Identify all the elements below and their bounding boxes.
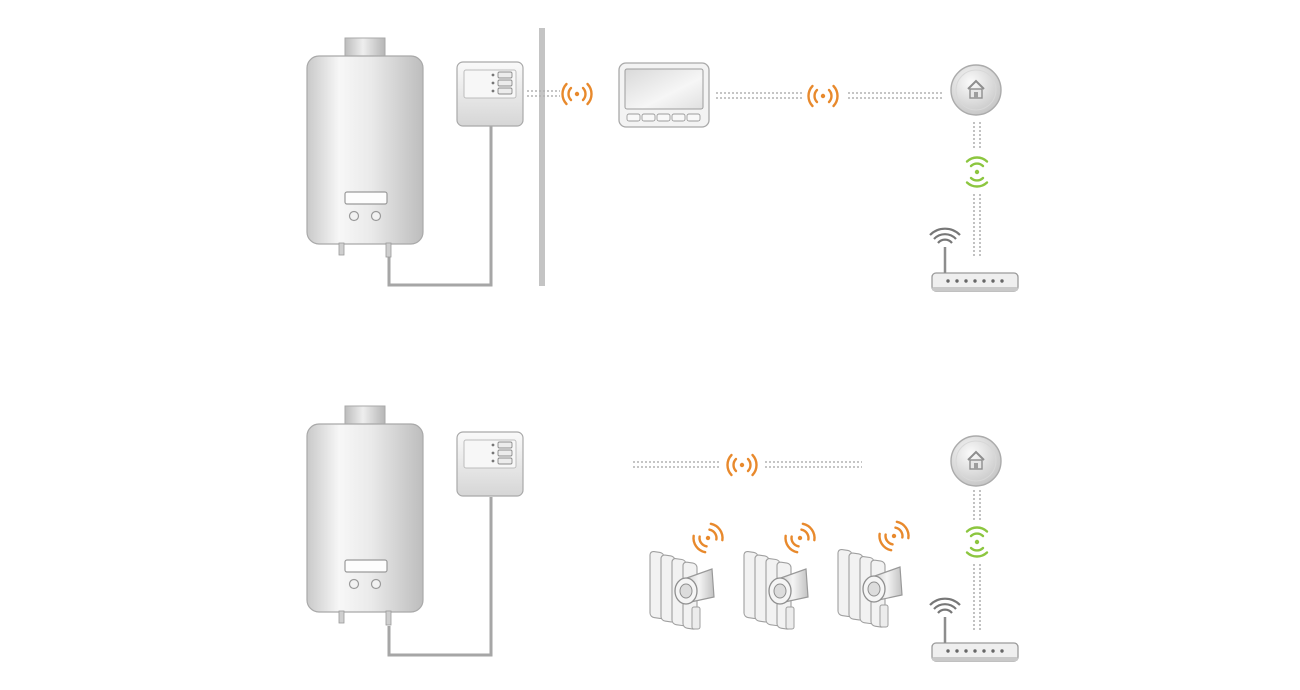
receiver-icon	[456, 61, 524, 127]
receiver-icon	[456, 431, 524, 497]
signal-wave-icon	[782, 521, 817, 554]
boiler-cable	[387, 126, 493, 287]
signal-wave-icon	[965, 526, 989, 558]
thermostat-icon	[618, 62, 710, 128]
radiator-valve-icon	[649, 550, 715, 631]
boiler-cable	[387, 497, 493, 657]
signal-wave-icon	[561, 82, 593, 106]
boiler-icon	[306, 405, 424, 626]
scene-boiler-with-radiator-valves	[306, 405, 1020, 663]
dotted-links	[527, 90, 981, 256]
signal-wave-icon	[807, 84, 839, 108]
gateway-home-icon	[950, 435, 1002, 487]
signal-wave-icon	[876, 519, 911, 552]
wall-divider	[539, 28, 545, 286]
boiler-icon	[306, 37, 424, 258]
signal-wave-icon	[965, 156, 989, 188]
radiator-valve-icon	[837, 548, 903, 629]
dotted-links	[633, 461, 981, 630]
radiator-valve-icon	[743, 550, 809, 631]
signal-wave-icon	[690, 521, 725, 554]
signal-wave-icon	[726, 453, 758, 477]
scene-boiler-with-wall-thermostat	[306, 28, 1020, 293]
gateway-home-icon	[950, 64, 1002, 116]
